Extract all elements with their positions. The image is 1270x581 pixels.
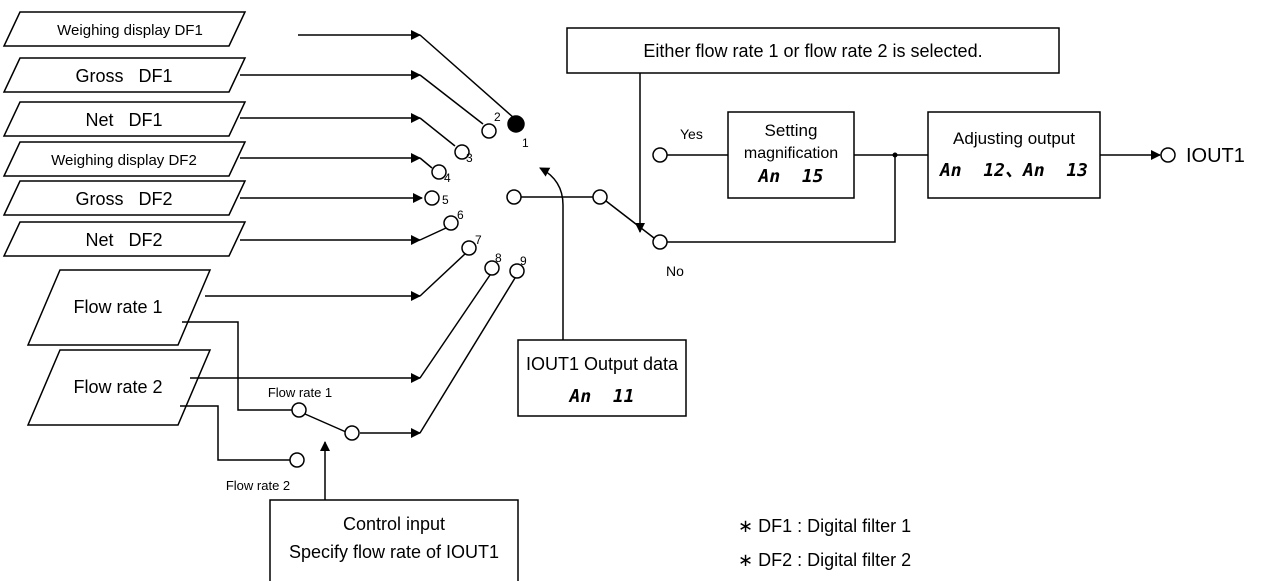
selector-node-6 bbox=[443, 215, 459, 231]
no-label: No bbox=[666, 263, 684, 279]
adjusting-output-box: Adjusting output An 12、An 13 bbox=[927, 111, 1101, 199]
wire-2 bbox=[419, 74, 484, 125]
setting-line2: magnification bbox=[744, 145, 838, 162]
control-input-line2: Specify flow rate of IOUT1 bbox=[289, 542, 499, 562]
note-df2: ∗ DF2 : Digital filter 2 bbox=[738, 550, 911, 570]
input-connections bbox=[180, 30, 516, 461]
selector-node-1 bbox=[507, 115, 525, 133]
wire-4 bbox=[419, 157, 433, 169]
setting-magnification-box: Setting magnification An 15 bbox=[727, 111, 855, 199]
input-flow-rate-1: Flow rate 1 bbox=[26, 269, 212, 346]
either-flow-rate-box: Either flow rate 1 or flow rate 2 is sel… bbox=[566, 27, 1060, 74]
iout1-output-label: IOUT1 bbox=[1186, 145, 1245, 167]
input-net-df2: Net DF2 bbox=[2, 221, 247, 257]
either-flow-rate-text: Either flow rate 1 or flow rate 2 is sel… bbox=[643, 41, 982, 61]
input-label: Gross DF2 bbox=[75, 189, 172, 209]
flow-rate-sub-switch: Flow rate 1 Flow rate 2 bbox=[226, 385, 360, 493]
iout1-output-data-box: IOUT1 Output data An 11 bbox=[517, 339, 687, 417]
selector-number-9: 9 bbox=[520, 254, 527, 268]
yes-no-switch-blade bbox=[605, 200, 655, 239]
wire-flow2-to-subswitch bbox=[180, 405, 291, 461]
selector-number-4: 4 bbox=[444, 171, 451, 185]
wire-1 bbox=[419, 34, 515, 119]
wire-no-to-junction bbox=[667, 155, 896, 243]
input-net-df1: Net DF1 bbox=[2, 101, 247, 137]
subswitch-flow-rate-2-label: Flow rate 2 bbox=[226, 478, 290, 493]
input-flow-rate-2: Flow rate 2 bbox=[26, 349, 212, 426]
input-weighing-display-df1: Weighing display DF1 bbox=[2, 11, 247, 47]
input-label: Flow rate 1 bbox=[73, 297, 162, 317]
yes-no-switch-common-node bbox=[592, 189, 608, 205]
selector-number-2: 2 bbox=[494, 110, 501, 124]
adjusting-code: An 12、An 13 bbox=[939, 160, 1088, 181]
subswitch-flow-rate-1-node bbox=[291, 402, 307, 418]
selector-number-8: 8 bbox=[495, 251, 502, 265]
selector-node-7 bbox=[461, 240, 477, 256]
wire-flow1-to-subswitch bbox=[182, 321, 294, 411]
input-label: Weighing display DF2 bbox=[51, 152, 197, 169]
input-label: Net DF1 bbox=[85, 110, 162, 130]
selector-number-5: 5 bbox=[442, 193, 449, 207]
yes-node bbox=[652, 147, 668, 163]
input-label: Net DF2 bbox=[85, 230, 162, 250]
input-label: Gross DF1 bbox=[75, 66, 172, 86]
adjusting-title: Adjusting output bbox=[953, 129, 1075, 148]
selector-nodes: 1 2 3 4 5 6 7 8 9 bbox=[424, 110, 529, 279]
wire-8 bbox=[419, 274, 491, 379]
selector-output-node bbox=[506, 189, 522, 205]
selector-number-7: 7 bbox=[475, 233, 482, 247]
subswitch-flow-rate-1-label: Flow rate 1 bbox=[268, 385, 332, 400]
control-input-line1: Control input bbox=[343, 514, 445, 534]
selector-node-5 bbox=[424, 190, 440, 206]
input-gross-df2: Gross DF2 bbox=[2, 180, 247, 216]
selector-node-8 bbox=[484, 260, 500, 276]
output-data-code: An 11 bbox=[568, 386, 634, 407]
control-input-box: Control input Specify flow rate of IOUT1 bbox=[269, 499, 519, 581]
input-label: Flow rate 2 bbox=[73, 377, 162, 397]
setting-line1: Setting bbox=[765, 121, 818, 140]
selector-node-9 bbox=[509, 263, 525, 279]
input-label: Weighing display DF1 bbox=[57, 22, 203, 39]
wire-9 bbox=[419, 277, 516, 434]
setting-code: An 15 bbox=[757, 166, 823, 187]
note-df1: ∗ DF1 : Digital filter 1 bbox=[738, 516, 911, 536]
no-node bbox=[652, 234, 668, 250]
yes-label: Yes bbox=[680, 126, 703, 142]
subswitch-common-node bbox=[344, 425, 360, 441]
output-data-title: IOUT1 Output data bbox=[526, 354, 679, 374]
input-weighing-display-df2: Weighing display DF2 bbox=[2, 141, 247, 177]
input-gross-df1: Gross DF1 bbox=[2, 57, 247, 93]
selector-output bbox=[506, 147, 668, 340]
wire-3 bbox=[419, 117, 456, 147]
selector-node-4 bbox=[431, 164, 447, 180]
selector-node-2 bbox=[481, 123, 497, 139]
selector-control-arrow bbox=[539, 167, 564, 340]
iout1-output-node bbox=[1160, 147, 1176, 163]
subswitch-blade bbox=[304, 413, 347, 433]
selector-number-1: 1 bbox=[522, 136, 529, 150]
selector-number-6: 6 bbox=[457, 208, 464, 222]
wire-7 bbox=[419, 252, 467, 297]
selector-number-3: 3 bbox=[466, 151, 473, 165]
selector-node-3 bbox=[454, 144, 470, 160]
wire-6 bbox=[419, 227, 447, 241]
subswitch-flow-rate-2-node bbox=[289, 452, 305, 468]
